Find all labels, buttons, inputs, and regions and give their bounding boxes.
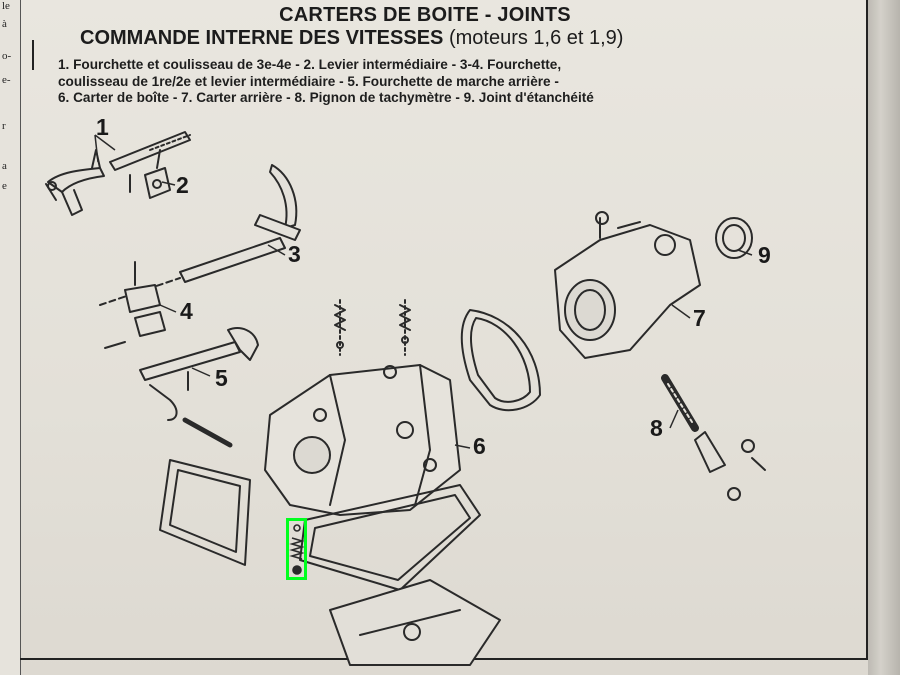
spring-ball-detent bbox=[289, 524, 305, 575]
casing-gasket bbox=[460, 309, 541, 412]
callout-5: 5 bbox=[215, 365, 228, 391]
highlight-box[interactable] bbox=[286, 518, 307, 580]
part-9-seal bbox=[715, 217, 753, 259]
margin-text: r bbox=[2, 120, 6, 132]
legend-line: 1. Fourchette et coulisseau de 3e-4e - 2… bbox=[58, 57, 562, 72]
callout-6: 6 bbox=[473, 433, 486, 459]
callout-3: 3 bbox=[288, 241, 301, 267]
callout-8: 8 bbox=[650, 415, 663, 441]
legend-line: coulisseau de 1re/2e et levier intermédi… bbox=[58, 73, 559, 89]
callout-2: 2 bbox=[176, 172, 189, 198]
adjacent-page-edge: le à o- e- r a e bbox=[0, 0, 21, 675]
margin-text: e bbox=[2, 180, 7, 192]
margin-text: e- bbox=[2, 74, 11, 86]
callout-7: 7 bbox=[693, 305, 706, 331]
part-4-lever bbox=[104, 261, 166, 349]
part-1-fork-rail bbox=[45, 131, 191, 216]
page-subtitle: COMMANDE INTERNE DES VITESSES (moteurs 1… bbox=[80, 27, 840, 50]
part-3-fork-rail bbox=[99, 164, 301, 306]
exploded-diagram bbox=[45, 131, 766, 666]
margin-text: o- bbox=[2, 50, 12, 62]
corner-rule bbox=[32, 40, 52, 70]
part-8-pinion bbox=[661, 374, 766, 501]
callout-1: 1 bbox=[96, 114, 109, 140]
page-title: CARTERS DE BOITE - JOINTS bbox=[279, 4, 571, 26]
part-2-lever bbox=[144, 149, 171, 199]
callout-4: 4 bbox=[180, 298, 193, 324]
subtitle-bold: COMMANDE INTERNE DES VITESSES bbox=[80, 27, 444, 49]
margin-text: a bbox=[2, 160, 7, 172]
margin-text: le bbox=[2, 0, 10, 12]
part-5-fork-rail bbox=[139, 327, 259, 448]
leader-lines bbox=[94, 134, 753, 449]
part-6-gearbox-casing bbox=[264, 299, 461, 516]
legend-line: 6. Carter de boîte - 7. Carter arrière -… bbox=[58, 90, 594, 105]
subtitle-normal: (moteurs 1,6 et 1,9) bbox=[443, 27, 624, 49]
parts-legend: 1. Fourchette et coulisseau de 3e-4e - 2… bbox=[58, 57, 760, 107]
margin-text: à bbox=[2, 18, 7, 30]
part-7-rear-casing bbox=[554, 211, 701, 359]
binder-edge bbox=[868, 0, 900, 675]
callout-9: 9 bbox=[758, 242, 771, 268]
